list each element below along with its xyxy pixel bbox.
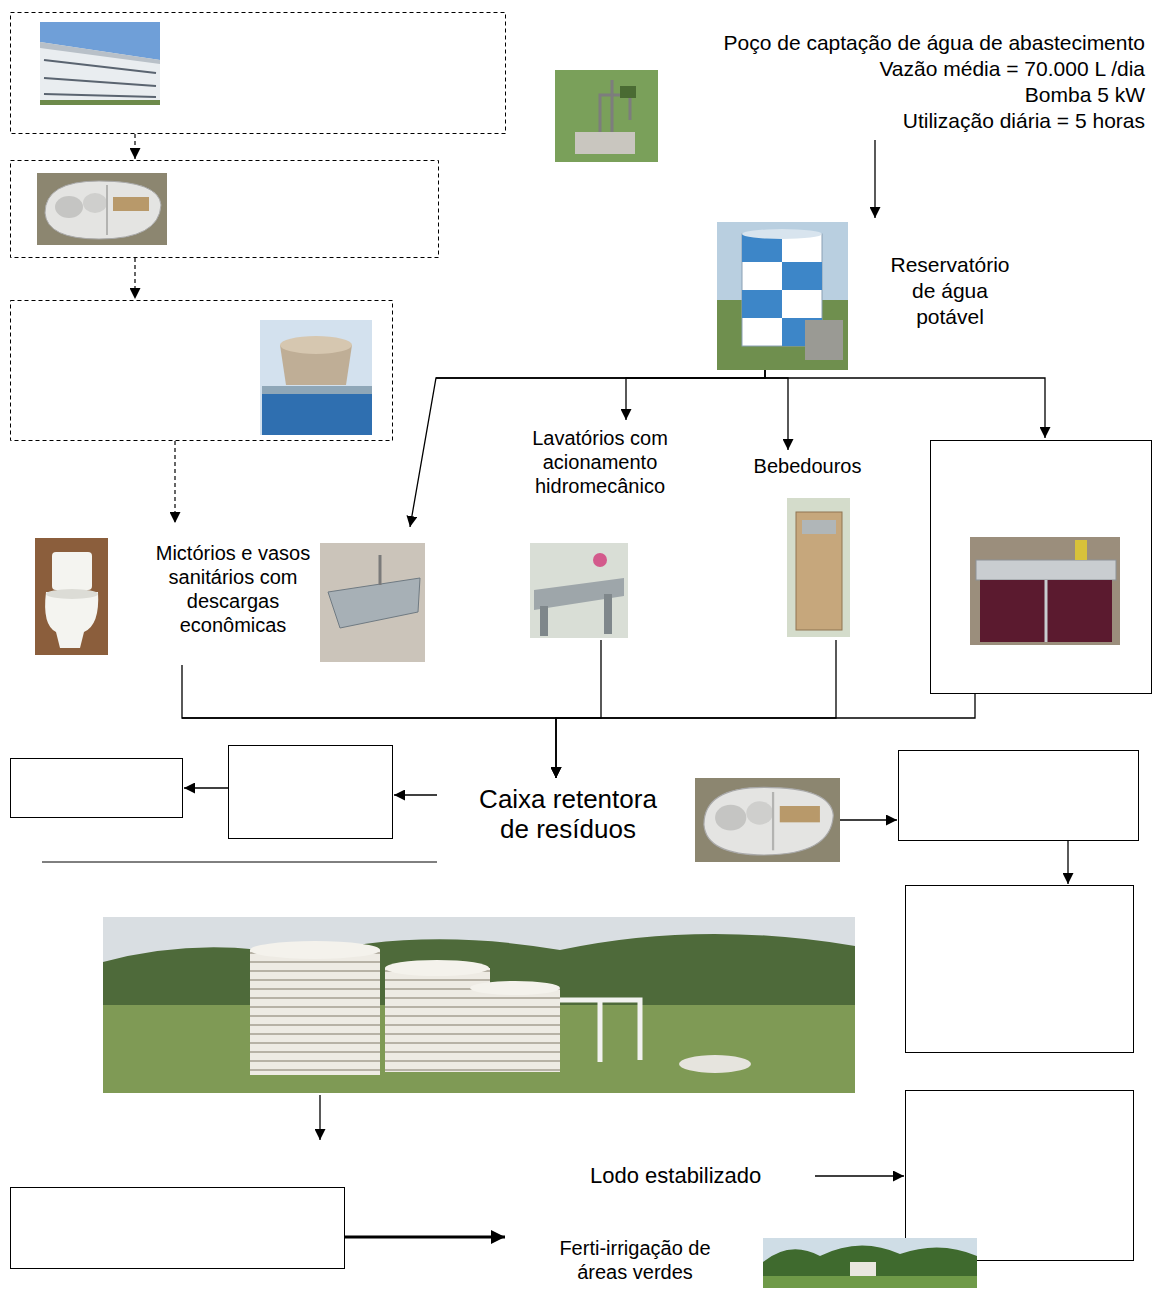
building-photo: [40, 22, 160, 105]
process-node: Mictórios e vasos sanitários com descarg…: [30, 527, 430, 665]
sink-photo: [970, 537, 1120, 645]
washbasin-photo: [530, 543, 628, 638]
flow-arrow: [556, 640, 836, 778]
roof-tank-photo: [260, 320, 372, 435]
tank-photo: [695, 778, 840, 862]
flow-arrow: [874, 140, 875, 218]
pipe-line: [182, 378, 1045, 718]
node-text: Lavatórios com acionamento hidromecânico: [525, 426, 675, 498]
process-node: Poço de captação de água de abasteciment…: [560, 30, 1145, 140]
process-node: Reservatório de água potável: [715, 218, 1035, 370]
node-text: Caixa retentora de resíduos: [478, 784, 658, 844]
fountain-photo: [787, 498, 850, 637]
dashed-box: [11, 13, 506, 441]
flow-arrow: [410, 370, 765, 527]
process-node: Caixa retentora de resíduos: [478, 778, 658, 848]
node-text: Lodo estabilizado: [590, 1163, 761, 1189]
process-node: Lodo estabilizado: [590, 1163, 761, 1193]
node-text: Mictórios e vasos sanitários com descarg…: [154, 541, 312, 637]
empty-box: [11, 746, 1139, 1269]
sink-box: [931, 441, 1152, 694]
process-node: Lavatórios com acionamento hidromecânico: [525, 420, 675, 640]
separator-line: [42, 862, 437, 863]
treatment-tanks-photo: [103, 917, 855, 1093]
node-text: Bebedouros: [750, 454, 865, 478]
flow-arrow: [182, 665, 556, 778]
urinal-photo: [320, 543, 425, 662]
flow-arrow: [556, 640, 601, 778]
well-photo: [555, 70, 658, 162]
node-text: Poço de captação de água de abasteciment…: [560, 30, 1145, 56]
toilet-photo: [35, 538, 108, 655]
green-area-photo: [763, 1238, 977, 1288]
node-text: Ferti-irrigação de áreas verdes: [540, 1236, 730, 1284]
node-text: Utilização diária = 5 horas: [560, 108, 1145, 134]
tank-photo: [37, 173, 167, 245]
flow-arrow: [626, 370, 765, 420]
node-text: Bomba 5 kW: [560, 82, 1145, 108]
reservoir-photo: [717, 222, 848, 370]
node-text: Vazão média = 70.000 L /dia: [560, 56, 1145, 82]
process-node: Ferti-irrigação de áreas verdes: [540, 1236, 730, 1288]
flow-arrow: [765, 370, 788, 450]
node-text: Reservatório de água potável: [880, 252, 1020, 330]
process-node: Bebedouros: [750, 450, 865, 640]
